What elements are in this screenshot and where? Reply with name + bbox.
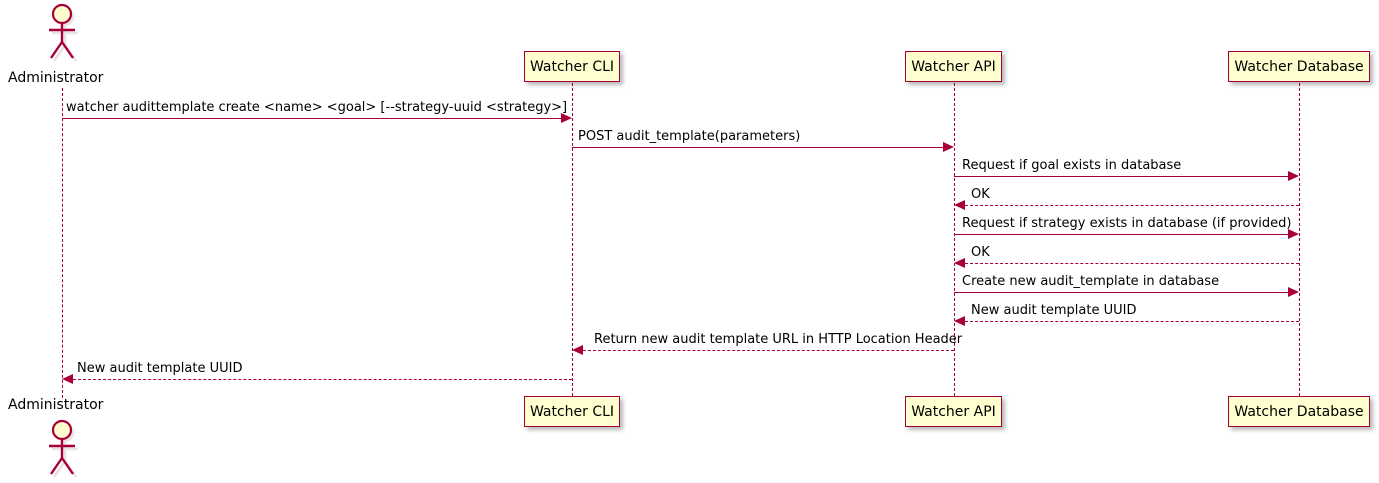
message-label-2: Request if goal exists in database: [962, 158, 1182, 173]
participant-label-watcher-cli-bottom: Watcher CLI: [529, 403, 615, 420]
message-arrowhead-6: [1288, 287, 1299, 297]
message-arrowhead-4: [1288, 229, 1299, 239]
message-label-7: New audit template UUID: [971, 303, 1137, 318]
participant-box-watcher-api-top[interactable]: Watcher API: [905, 51, 1002, 82]
message-line-5: [965, 263, 1299, 264]
participant-box-watcher-cli-bottom[interactable]: Watcher CLI: [524, 396, 620, 427]
message-line-6: [954, 292, 1288, 293]
message-arrowhead-9: [62, 374, 73, 384]
message-arrowhead-5: [954, 258, 965, 268]
message-label-8: Return new audit template URL in HTTP Lo…: [594, 332, 963, 347]
message-label-4: Request if strategy exists in database (…: [962, 216, 1292, 231]
message-label-6: Create new audit_template in database: [962, 274, 1220, 289]
message-line-1: [572, 147, 943, 148]
message-label-9: New audit template UUID: [77, 361, 243, 376]
message-arrowhead-2: [1288, 171, 1299, 181]
message-line-8: [583, 350, 954, 351]
participant-label-watcher-database-bottom: Watcher Database: [1234, 403, 1364, 420]
participant-box-watcher-database-top[interactable]: Watcher Database: [1228, 51, 1370, 82]
message-label-1: POST audit_template(parameters): [578, 129, 801, 144]
lifeline-administrator: [62, 88, 63, 398]
participant-label-watcher-database-top: Watcher Database: [1234, 58, 1364, 75]
message-label-3: OK: [971, 187, 990, 202]
lifeline-watcher-api: [954, 83, 955, 396]
message-line-2: [954, 176, 1288, 177]
message-line-3: [965, 205, 1299, 206]
participant-label-watcher-api-top: Watcher API: [911, 58, 996, 75]
participant-label-watcher-cli-top: Watcher CLI: [529, 58, 615, 75]
message-line-9: [73, 379, 572, 380]
participant-box-watcher-database-bottom[interactable]: Watcher Database: [1228, 396, 1370, 427]
message-line-7: [965, 321, 1299, 322]
participant-box-watcher-cli-top[interactable]: Watcher CLI: [524, 51, 620, 82]
message-arrowhead-3: [954, 200, 965, 210]
lifeline-watcher-cli: [572, 83, 573, 396]
message-line-0: [62, 118, 561, 119]
message-line-4: [954, 234, 1288, 235]
actor-administrator-bottom: [40, 418, 86, 478]
actor-administrator-top: [40, 2, 86, 62]
participant-label-watcher-api-bottom: Watcher API: [911, 403, 996, 420]
message-arrowhead-7: [954, 316, 965, 326]
message-arrowhead-0: [561, 113, 572, 123]
actor-label-administrator-bottom: Administrator: [8, 397, 104, 413]
message-arrowhead-1: [943, 142, 954, 152]
participant-box-watcher-api-bottom[interactable]: Watcher API: [905, 396, 1002, 427]
actor-label-administrator-top: Administrator: [8, 70, 104, 86]
message-label-5: OK: [971, 245, 990, 260]
lifeline-watcher-database: [1299, 83, 1300, 396]
message-arrowhead-8: [572, 345, 583, 355]
message-label-0: watcher audittemplate create <name> <goa…: [66, 100, 568, 115]
